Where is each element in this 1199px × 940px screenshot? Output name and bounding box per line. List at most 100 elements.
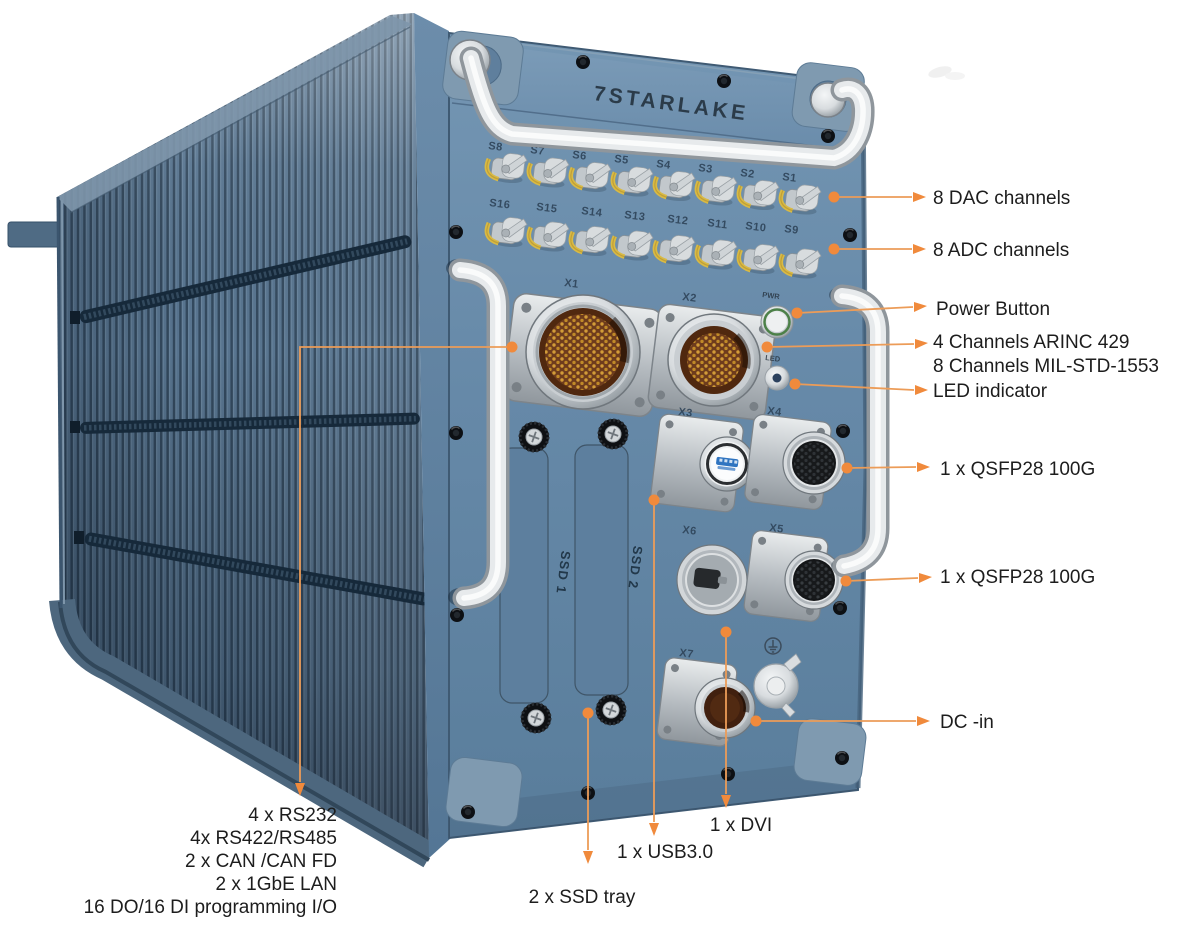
arrow-icon: [915, 385, 928, 395]
switch-label: S4: [656, 158, 672, 172]
switch-label: S16: [489, 197, 511, 211]
switch-label: S5: [614, 153, 630, 167]
leader-qsfp-bottom: [840, 573, 932, 587]
io-line: 4x RS422/RS485: [190, 828, 337, 849]
leader-led: [789, 378, 928, 395]
rear-mount-tab: [7, 221, 61, 248]
switch-label: S6: [572, 149, 588, 163]
dip-switch-rows: S8 S7 S6 S5 S4 S3 S2 S1 S16 S15 S14 S13 …: [485, 140, 821, 280]
switch-row-bottom: S16 S15 S14 S13 S12 S11 S10 S9: [485, 197, 821, 280]
callout-ssd-tray: 2 x SSD tray: [529, 887, 636, 908]
io-line: 16 DO/16 DI programming I/O: [84, 897, 337, 918]
leader-serial-io: [295, 341, 518, 796]
led-indicator: LED: [764, 353, 790, 391]
switch-label: S2: [740, 167, 756, 181]
ssd2-slot: [574, 444, 629, 696]
ssd-thumbscrew: [519, 701, 553, 735]
switch-label: S14: [581, 205, 604, 220]
power-button[interactable]: PWR: [760, 290, 794, 339]
callout-labels: 8 DAC channels 8 ADC channels Power Butt…: [84, 188, 1159, 918]
callout-qsfp-top: 1 x QSFP28 100G: [940, 459, 1095, 480]
left-handle[interactable]: [446, 259, 498, 606]
callout-dac: 8 DAC channels: [933, 188, 1070, 209]
connectors: X1 X2: [502, 277, 846, 747]
switch-label: S13: [624, 209, 646, 223]
connector-x4-qsfp: X4: [744, 405, 846, 510]
arrow-icon: [919, 573, 932, 583]
top-handle[interactable]: [449, 39, 863, 158]
connector-x5-qsfp: X5: [743, 522, 844, 622]
arrow-icon: [915, 339, 928, 349]
ssd1-label: SSD 1: [553, 550, 573, 595]
ssd-thumbscrew: [517, 420, 551, 454]
x2-label: X2: [682, 291, 698, 305]
io-line: 2 x 1GbE LAN: [216, 874, 337, 895]
callout-dc-in: DC -in: [940, 712, 994, 733]
arrow-icon: [914, 302, 927, 312]
leader-power: [791, 302, 927, 319]
arrow-icon: [721, 795, 731, 808]
callout-dvi: 1 x DVI: [710, 815, 772, 836]
arrow-icon: [917, 462, 930, 472]
arrow-icon: [583, 851, 593, 864]
io-line: 2 x CAN /CAN FD: [185, 851, 337, 872]
switch-label: S8: [488, 140, 504, 154]
ssd-thumbscrew: [594, 693, 628, 727]
switch-label: S1: [782, 171, 798, 185]
led-label: LED: [765, 353, 782, 364]
leader-dac: [828, 191, 926, 203]
ssd-thumbscrew: [596, 417, 630, 451]
callout-adc: 8 ADC channels: [933, 240, 1069, 261]
watermark-smudge: [928, 66, 965, 80]
leader-arinc: [761, 339, 928, 353]
arrow-icon: [913, 244, 926, 254]
callout-leaders: [295, 191, 932, 864]
top-rail: [452, 40, 860, 150]
x6-label: X6: [682, 524, 698, 538]
io-line: 4 x RS232: [248, 805, 337, 826]
side-panel: [7, 13, 437, 868]
ground-symbol-icon: [764, 637, 782, 655]
arrow-icon: [649, 823, 659, 836]
x1-label: X1: [564, 277, 580, 291]
connector-x6: X6: [676, 524, 748, 616]
leader-ssd: [582, 707, 594, 864]
arrow-icon: [295, 783, 305, 796]
leader-dvi: [720, 626, 732, 808]
leader-usb: [648, 494, 660, 836]
ssd-bays: SSD 1 SSD 2: [499, 417, 646, 735]
callout-arinc-line2: 8 Channels MIL-STD-1553: [933, 356, 1159, 377]
callout-arinc-line1: 4 Channels ARINC 429: [933, 332, 1129, 353]
x7-label: X7: [679, 647, 695, 661]
switch-label: S10: [745, 220, 767, 234]
switch-label: S15: [536, 201, 558, 215]
arrow-icon: [913, 192, 926, 202]
handles: [446, 39, 878, 606]
switch-label: S9: [784, 223, 800, 237]
connector-x2: X2: [647, 291, 777, 421]
front-edge-column: [414, 13, 451, 858]
switch-label: S12: [667, 213, 689, 227]
switch-row-top: S8 S7 S6 S5 S4 S3 S2 S1: [485, 140, 821, 216]
leader-qsfp-top: [841, 462, 930, 474]
connector-x7-dc: X7: [656, 647, 756, 747]
pwr-label: PWR: [762, 290, 781, 301]
right-handle[interactable]: [829, 287, 878, 574]
callout-qsfp-bottom: 1 x QSFP28 100G: [940, 567, 1095, 588]
switch-label: S11: [707, 217, 729, 231]
connector-x3-usb: X3: [650, 406, 755, 513]
callout-led-indicator: LED indicator: [933, 381, 1048, 402]
ground-stud: [753, 637, 802, 718]
side-vent-slots: [70, 235, 430, 606]
callout-power-button: Power Button: [936, 299, 1050, 320]
callout-usb: 1 x USB3.0: [617, 842, 713, 863]
switch-label: S3: [698, 162, 714, 176]
leader-adc: [828, 243, 926, 255]
connector-x1: X1: [502, 277, 664, 418]
side-top-band: [57, 16, 412, 212]
side-bottom-band: [49, 598, 437, 868]
callout-serial-io-block: 4 x RS232 4x RS422/RS485 2 x CAN /CAN FD…: [84, 805, 337, 918]
ssd2-label: SSD 2: [625, 545, 645, 590]
